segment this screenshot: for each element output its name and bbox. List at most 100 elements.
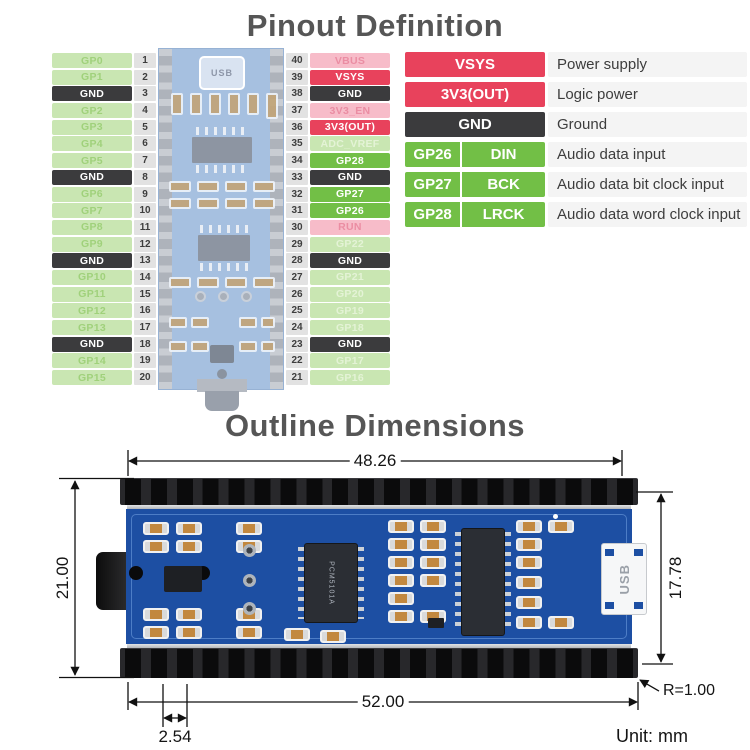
smd-component <box>516 616 542 629</box>
pin-number: 40 <box>286 53 308 68</box>
usb-tab <box>634 602 643 609</box>
smd-component <box>253 277 275 288</box>
pin-number: 24 <box>286 320 308 335</box>
pin-label: GP20 <box>310 286 390 302</box>
pin-label: RUN <box>310 219 390 235</box>
pin-row: GP11 15 <box>52 286 156 302</box>
pin-label: GP9 <box>52 236 132 252</box>
dimensions-title: Outline Dimensions <box>224 408 526 443</box>
legend-pin-cell: LRCK <box>460 202 545 227</box>
pin-label: GND <box>52 336 132 352</box>
pin-row: GND 8 <box>52 169 156 185</box>
pinout-title: Pinout Definition <box>246 8 504 43</box>
legend-pin-cell: VSYS <box>454 56 496 73</box>
legend-description: Logic power <box>548 82 747 107</box>
pin-row: GP12 16 <box>52 303 156 319</box>
smd-component <box>266 93 278 119</box>
smd-component <box>253 181 275 192</box>
pin-row: GND 18 <box>52 336 156 352</box>
pin-label: GND <box>52 253 132 269</box>
smd-component <box>143 608 169 621</box>
smd-component <box>388 610 414 623</box>
pin-row-top <box>127 505 631 509</box>
pcb-board <box>126 509 632 644</box>
pin-label: GP14 <box>52 353 132 369</box>
smd-component <box>169 198 191 209</box>
pin-number: 6 <box>134 136 156 152</box>
audio-jack <box>96 552 130 610</box>
pin-number: 32 <box>286 186 308 202</box>
legend-pin-cells: VSYS <box>405 52 545 77</box>
smd-component <box>169 277 191 288</box>
smd-component <box>261 317 275 328</box>
legend-description: Power supply <box>548 52 747 77</box>
pin-number: 30 <box>286 219 308 235</box>
smd-component <box>420 538 446 551</box>
silkscreen-dot <box>553 514 558 519</box>
transistor-graphic <box>210 345 234 363</box>
pin-number: 11 <box>134 219 156 235</box>
smd-component <box>516 520 542 533</box>
pin-row: GP5 7 <box>52 153 156 169</box>
pin-row: GP10 14 <box>52 269 156 285</box>
smd-component <box>236 522 262 535</box>
pin-label: GP6 <box>52 186 132 202</box>
smd-component <box>143 540 169 553</box>
smd-component <box>516 556 542 569</box>
legend-row: VSYS Power supply <box>405 52 747 77</box>
pin-label: GP5 <box>52 153 132 169</box>
legend-pin-cell: 3V3(OUT) <box>440 86 510 103</box>
pin-header-top <box>120 478 638 505</box>
smd-component <box>197 181 219 192</box>
via-pad <box>243 574 256 587</box>
pin-number: 9 <box>134 186 156 202</box>
smd-component <box>169 341 187 352</box>
mounting-hole <box>129 566 143 580</box>
pin-label: GND <box>52 86 132 102</box>
pin-label: GP10 <box>52 269 132 285</box>
pin-label: 3V3(OUT) <box>310 119 390 135</box>
dim-height-left: 21.00 <box>53 552 73 604</box>
smd-component <box>169 181 191 192</box>
pin-number: 35 <box>286 136 308 152</box>
smd-component <box>197 198 219 209</box>
smd-component <box>320 630 346 643</box>
legend-pin-cell: GP28 <box>413 206 452 223</box>
usb-tab <box>634 549 643 556</box>
smd-component <box>228 93 240 115</box>
audio-jack-base <box>197 379 247 392</box>
pin-header-strip-left <box>159 49 172 389</box>
pin-number: 22 <box>286 353 308 369</box>
pin-label: GP2 <box>52 103 132 119</box>
pin-row: GP9 12 <box>52 236 156 252</box>
legend-row: GND Ground <box>405 112 747 137</box>
smd-transistor <box>428 618 444 628</box>
pin-number: 12 <box>134 236 156 252</box>
pin-number: 26 <box>286 286 308 302</box>
pin-header-bottom <box>120 648 638 678</box>
smd-component <box>225 198 247 209</box>
pin-row: GP13 17 <box>52 320 156 335</box>
legend-description: Audio data bit clock input <box>548 172 747 197</box>
pin-number: 34 <box>286 153 308 169</box>
pin-number: 17 <box>134 320 156 335</box>
pin-row: GP1 2 <box>52 69 156 85</box>
pin-row: GP2 4 <box>52 103 156 119</box>
smd-component <box>239 341 257 352</box>
pin-number: 39 <box>286 69 308 85</box>
